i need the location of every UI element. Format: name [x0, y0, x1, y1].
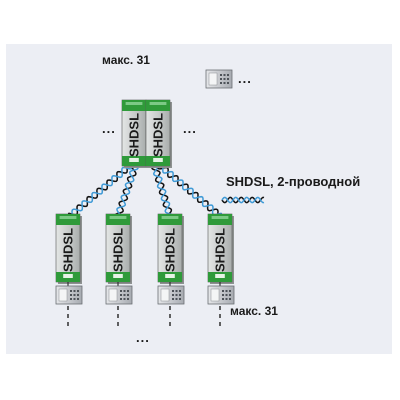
modem-device-2: [105, 285, 133, 305]
more-devices-ellipsis: ...: [238, 71, 252, 86]
shdsl-module-3: SHDSL: [157, 213, 184, 284]
cable-to-module-2: [114, 163, 139, 218]
more-right-ellipsis: ...: [183, 121, 197, 136]
cable-layer: [67, 162, 265, 219]
max-count-top-label: макс. 31: [102, 53, 150, 67]
modem-device-top: [205, 69, 233, 89]
shdsl-module-label: SHDSL: [127, 113, 142, 157]
cable-to-module-4: [157, 162, 223, 219]
shdsl-module-label: SHDSL: [111, 228, 126, 272]
shdsl-module-label: SHDSL: [163, 228, 178, 272]
shdsl-module-label: SHDSL: [213, 228, 228, 272]
module-layer: SHDSL SHDSL SHDSL SHDSL SHDSL SHDSL: [55, 99, 234, 284]
max-count-bottom-label: макс. 31: [230, 304, 278, 318]
more-bottom-ellipsis: ...: [136, 330, 150, 345]
shdsl-module-4: SHDSL: [207, 213, 234, 284]
shdsl-module-2: SHDSL: [105, 213, 132, 284]
cable-legend-label: SHDSL, 2-проводной: [226, 174, 361, 189]
cable-legend-icon: [221, 196, 265, 204]
shdsl-module-label: SHDSL: [61, 228, 76, 272]
cable-to-module-3: [151, 163, 174, 218]
cable-to-module-1: [67, 162, 133, 219]
device-layer: [55, 69, 235, 326]
shdsl-module-head-1: SHDSL: [121, 99, 148, 168]
shdsl-module-1: SHDSL: [55, 213, 82, 284]
more-left-ellipsis: ...: [102, 121, 116, 136]
modem-device-4: [207, 285, 235, 305]
modem-device-1: [55, 285, 83, 305]
shdsl-module-head-2: SHDSL: [145, 99, 172, 168]
shdsl-module-label: SHDSL: [151, 113, 166, 157]
modem-device-3: [157, 285, 185, 305]
